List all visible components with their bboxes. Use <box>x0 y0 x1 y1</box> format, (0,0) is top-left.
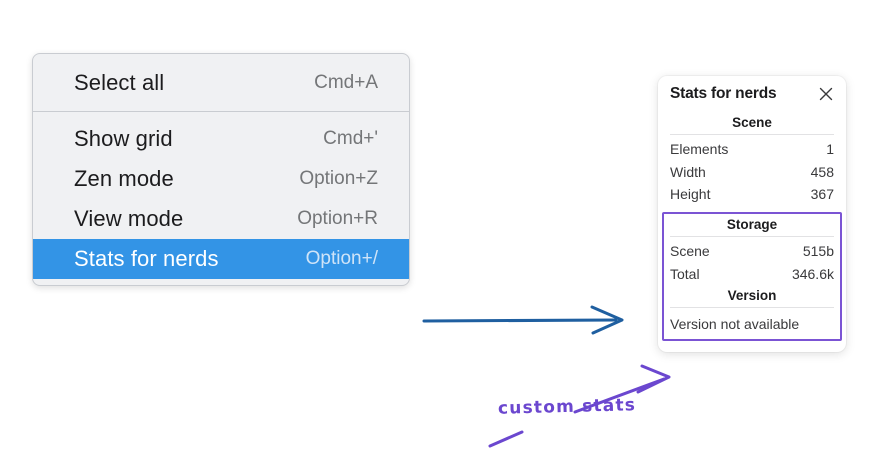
menu-group-1: Select all Cmd+A <box>33 54 409 111</box>
menu-item-show-grid[interactable]: Show grid Cmd+' <box>33 119 409 159</box>
blue-arrow-annotation <box>422 305 624 335</box>
section-divider <box>670 134 834 135</box>
custom-stats-highlight-box: Storage Scene 515b Total 346.6k Version … <box>662 212 842 342</box>
storage-section: Storage Scene 515b Total 346.6k <box>670 214 834 285</box>
stat-label: Height <box>670 186 711 203</box>
section-divider <box>670 307 834 309</box>
stats-panel-titlebar: Stats for nerds <box>670 85 834 103</box>
version-text: Version not available <box>670 316 800 333</box>
context-menu[interactable]: Select all Cmd+A Show grid Cmd+' Zen mod… <box>32 53 410 286</box>
menu-item-label: Show grid <box>74 126 173 151</box>
menu-item-shortcut: Option+Z <box>299 168 378 189</box>
menu-item-zen-mode[interactable]: Zen mode Option+Z <box>33 159 409 199</box>
menu-item-shortcut: Option+/ <box>305 248 378 269</box>
menu-item-shortcut: Option+R <box>297 208 378 229</box>
stat-label: Width <box>670 163 706 180</box>
scene-section: Scene Elements 1 Width 458 Height 367 <box>670 112 834 206</box>
stat-label: Elements <box>670 141 729 157</box>
menu-item-shortcut: Cmd+A <box>314 72 378 93</box>
stats-for-nerds-panel[interactable]: Stats for nerds Scene Elements 1 Width 4… <box>658 76 846 353</box>
version-section: Version Version not available <box>670 285 834 335</box>
menu-item-label: Select all <box>74 70 165 95</box>
menu-item-label: Zen mode <box>74 166 174 191</box>
stat-row-elements: Elements 1 <box>670 138 834 161</box>
menu-item-stats-for-nerds[interactable]: Stats for nerds Option+/ <box>33 239 409 279</box>
stat-label: Total <box>670 265 700 282</box>
stats-panel-title: Stats for nerds <box>670 85 777 102</box>
stat-label: Scene <box>670 243 710 260</box>
menu-item-label: Stats for nerds <box>74 246 219 271</box>
stat-value: 515b <box>802 243 834 260</box>
menu-item-view-mode[interactable]: View mode Option+R <box>33 199 409 239</box>
close-icon[interactable] <box>818 86 834 102</box>
stat-row-storage-total: Total 346.6k <box>670 263 834 286</box>
menu-item-select-all[interactable]: Select all Cmd+A <box>33 63 409 103</box>
stat-value: 1 <box>826 141 834 157</box>
stat-row-height: Height 367 <box>670 183 834 206</box>
stat-value: 458 <box>810 163 834 180</box>
custom-stats-annotation-label: custom stats <box>497 395 637 419</box>
scene-section-header: Scene <box>732 115 772 130</box>
version-section-header: Version <box>727 288 777 304</box>
section-divider <box>670 236 834 238</box>
stat-row-width: Width 458 <box>670 161 834 184</box>
stat-value: 346.6k <box>791 265 834 282</box>
menu-separator <box>33 111 409 112</box>
menu-item-label: View mode <box>74 206 184 231</box>
menu-group-2: Show grid Cmd+' Zen mode Option+Z View m… <box>33 112 409 285</box>
menu-item-shortcut: Cmd+' <box>323 128 378 149</box>
stat-row-storage-scene: Scene 515b <box>670 240 834 263</box>
stat-value: 367 <box>810 186 834 203</box>
storage-section-header: Storage <box>726 217 778 233</box>
